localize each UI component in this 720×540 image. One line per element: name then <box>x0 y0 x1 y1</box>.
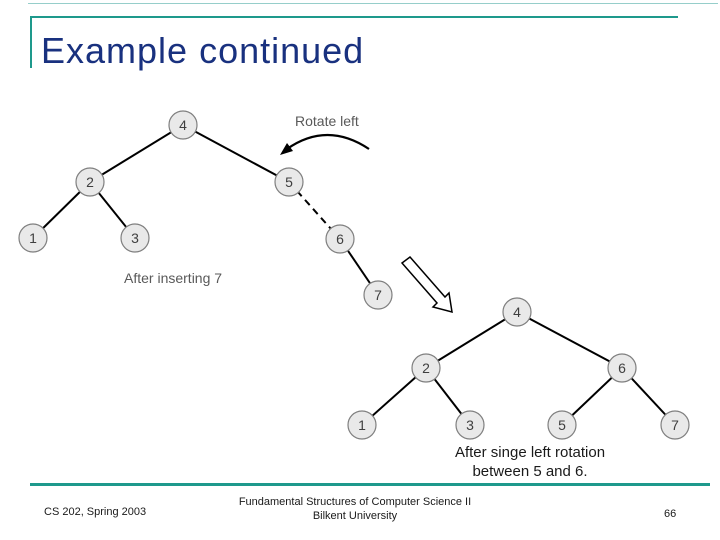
slide-page-number: 66 <box>664 508 677 520</box>
tree-after-node-4: 4 <box>502 297 532 327</box>
footer-course-title: Fundamental Structures of Computer Scien… <box>238 496 472 508</box>
tree-before-node-7: 7 <box>363 280 393 310</box>
tree-before-node-5-label: 5 <box>285 174 293 190</box>
tree-before-node-3: 3 <box>120 223 150 253</box>
after-rotation-caption-line2: between 5 and 6. <box>472 463 588 480</box>
top-hairline <box>28 3 718 4</box>
tree-before-node-4-label: 4 <box>179 117 187 133</box>
title-accent-border-left <box>30 16 32 68</box>
footer-divider-line <box>30 483 710 486</box>
tree-after-node-3: 3 <box>455 410 485 440</box>
edge-4-2 <box>89 124 184 183</box>
tree-before-node-1-label: 1 <box>29 230 37 246</box>
footer-course-label: CS 202, Spring 2003 <box>44 506 147 518</box>
tree-after-node-3-label: 3 <box>466 417 474 433</box>
tree-before-node-3-label: 3 <box>131 230 139 246</box>
tree-after-node-1: 1 <box>347 410 377 440</box>
edge-4-5 <box>182 124 290 183</box>
edge-4-6-after <box>516 311 623 369</box>
page-title: Example continued <box>41 30 365 71</box>
tree-after-node-7-label: 7 <box>671 417 679 433</box>
tree-before-node-2-label: 2 <box>86 174 94 190</box>
tree-before-node-7-label: 7 <box>374 287 382 303</box>
footer-university: Bilkent University <box>312 510 398 522</box>
after-inserting-caption: After inserting 7 <box>124 270 223 286</box>
tree-after-node-6: 6 <box>607 353 637 383</box>
tree-after-node-2: 2 <box>411 353 441 383</box>
tree-after-node-4-label: 4 <box>513 304 521 320</box>
tree-before-node-6: 6 <box>325 224 355 254</box>
tree-after-node-7: 7 <box>660 410 690 440</box>
footer-center-block: Fundamental Structures of Computer Scien… <box>175 495 535 523</box>
tree-after-nodes: 4 2 6 1 3 5 7 <box>347 297 690 440</box>
after-rotation-caption: After singe left rotation between 5 and … <box>420 443 640 481</box>
rotate-left-label: Rotate left <box>295 113 359 129</box>
tree-after-node-6-label: 6 <box>618 360 626 376</box>
tree-after-node-1-label: 1 <box>358 417 366 433</box>
edge-4-2-after <box>425 311 518 369</box>
after-rotation-caption-line1: After singe left rotation <box>454 444 606 461</box>
tree-after-node-5-label: 5 <box>558 417 566 433</box>
tree-before-node-5: 5 <box>274 167 304 197</box>
tree-after-node-2-label: 2 <box>422 360 430 376</box>
tree-before-node-4: 4 <box>168 110 198 140</box>
title-accent-border-top <box>30 16 678 18</box>
transition-block-arrow-icon <box>400 255 453 314</box>
tree-after-node-5: 5 <box>547 410 577 440</box>
tree-before-nodes: 4 2 5 1 3 6 7 <box>18 110 393 310</box>
tree-before-node-6-label: 6 <box>336 231 344 247</box>
tree-before-node-2: 2 <box>75 167 105 197</box>
tree-before-node-1: 1 <box>18 223 48 253</box>
rotate-left-curved-arrow-icon <box>280 133 370 155</box>
